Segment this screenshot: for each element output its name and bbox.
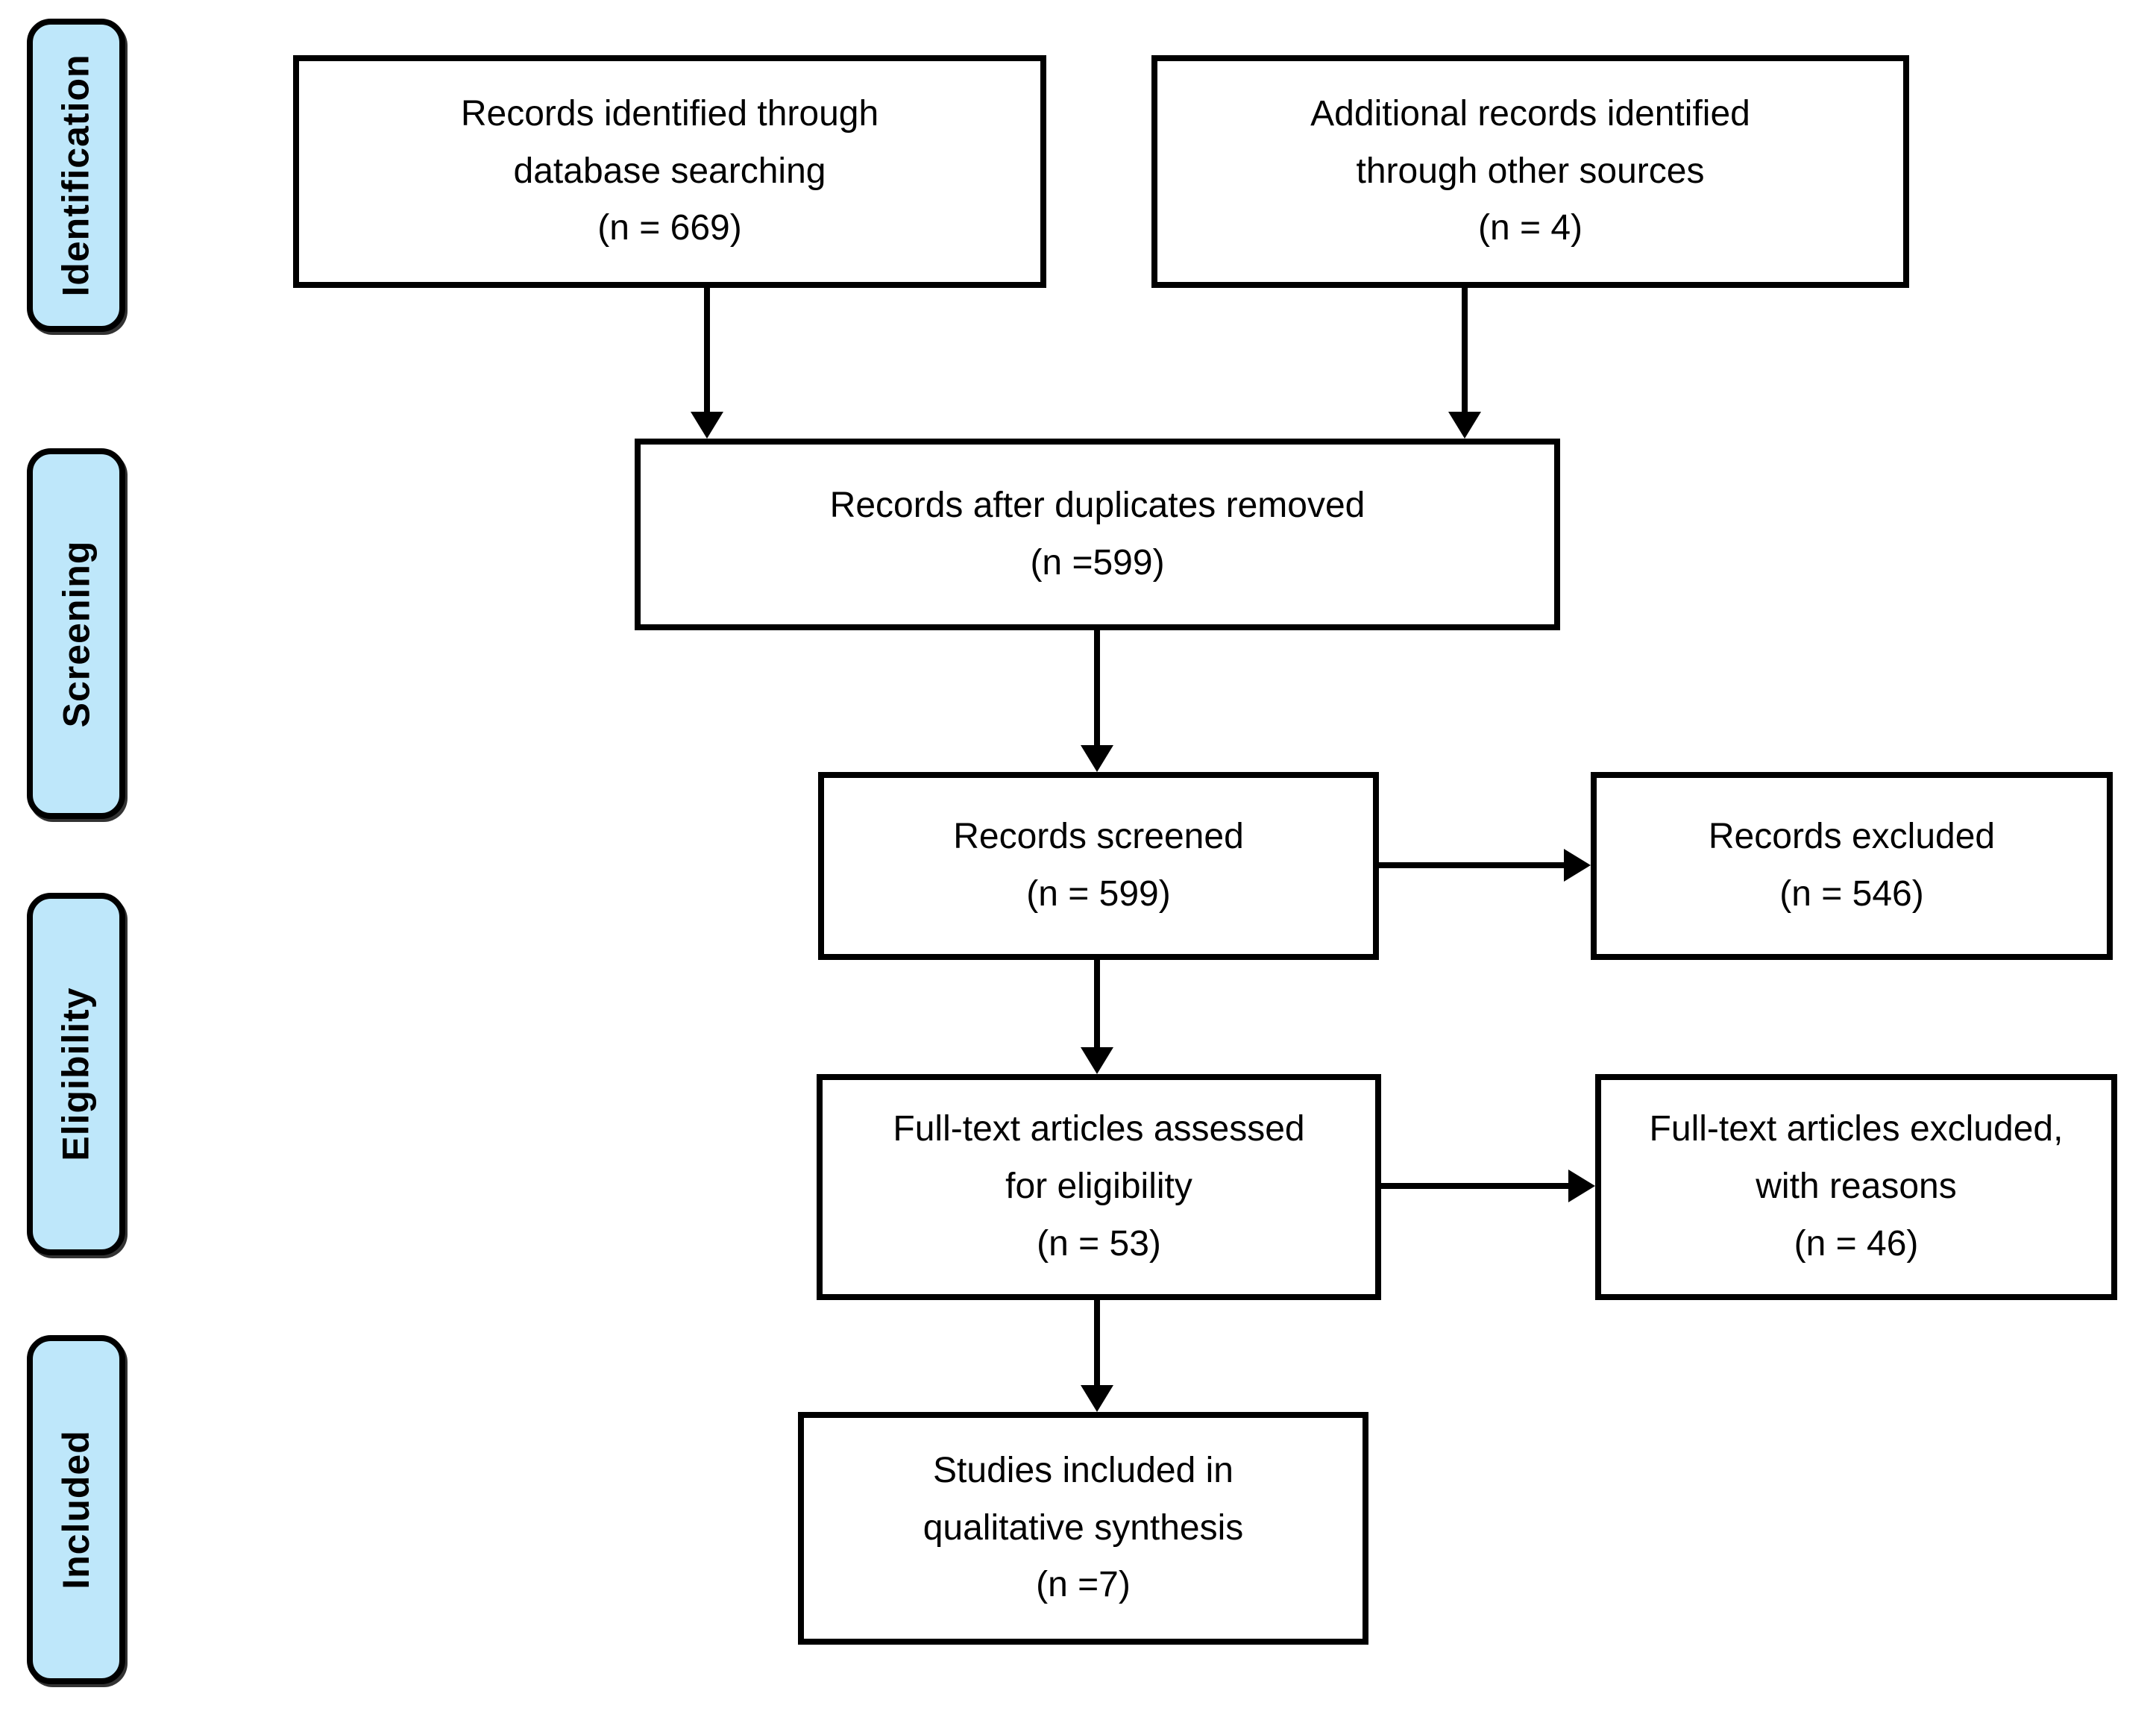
arrow-line [1094,960,1100,1049]
box-records-identified: Records identified through database sear… [293,55,1046,288]
arrow-line [1094,1300,1100,1387]
box-studies-included: Studies included in qualitative synthesi… [798,1412,1368,1645]
box-additional-records: Additional records identified through ot… [1151,55,1909,288]
arrow-head-icon [1564,849,1591,882]
box-records-after-duplicates-removed: Records after duplicates removed (n =599… [635,439,1560,630]
arrow-line [1462,288,1468,413]
stage-included: Included [27,1335,125,1684]
box-fulltext-assessed: Full-text articles assessed for eligibil… [817,1074,1381,1300]
stage-screening-label: Screening [55,540,97,727]
arrow-head-icon [1081,745,1113,772]
arrow-head-icon [691,412,723,439]
stage-identification: Identification [27,19,125,332]
arrow-head-icon [1568,1170,1595,1202]
box-records-screened: Records screened (n = 599) [818,772,1379,960]
arrow-head-icon [1448,412,1481,439]
box-records-excluded: Records excluded (n = 546) [1591,772,2113,960]
stage-screening: Screening [27,448,125,819]
arrow-line [1379,862,1565,868]
arrow-line [1094,630,1100,747]
stage-eligibility-label: Eligibility [55,987,97,1161]
arrow-head-icon [1081,1385,1113,1412]
stage-eligibility: Eligibility [27,893,125,1255]
arrow-line [704,288,710,413]
box-fulltext-excluded: Full-text articles excluded, with reason… [1595,1074,2117,1300]
stage-identification-label: Identification [55,54,98,297]
arrow-line [1381,1183,1570,1189]
arrow-head-icon [1081,1047,1113,1074]
stage-included-label: Included [55,1430,98,1589]
